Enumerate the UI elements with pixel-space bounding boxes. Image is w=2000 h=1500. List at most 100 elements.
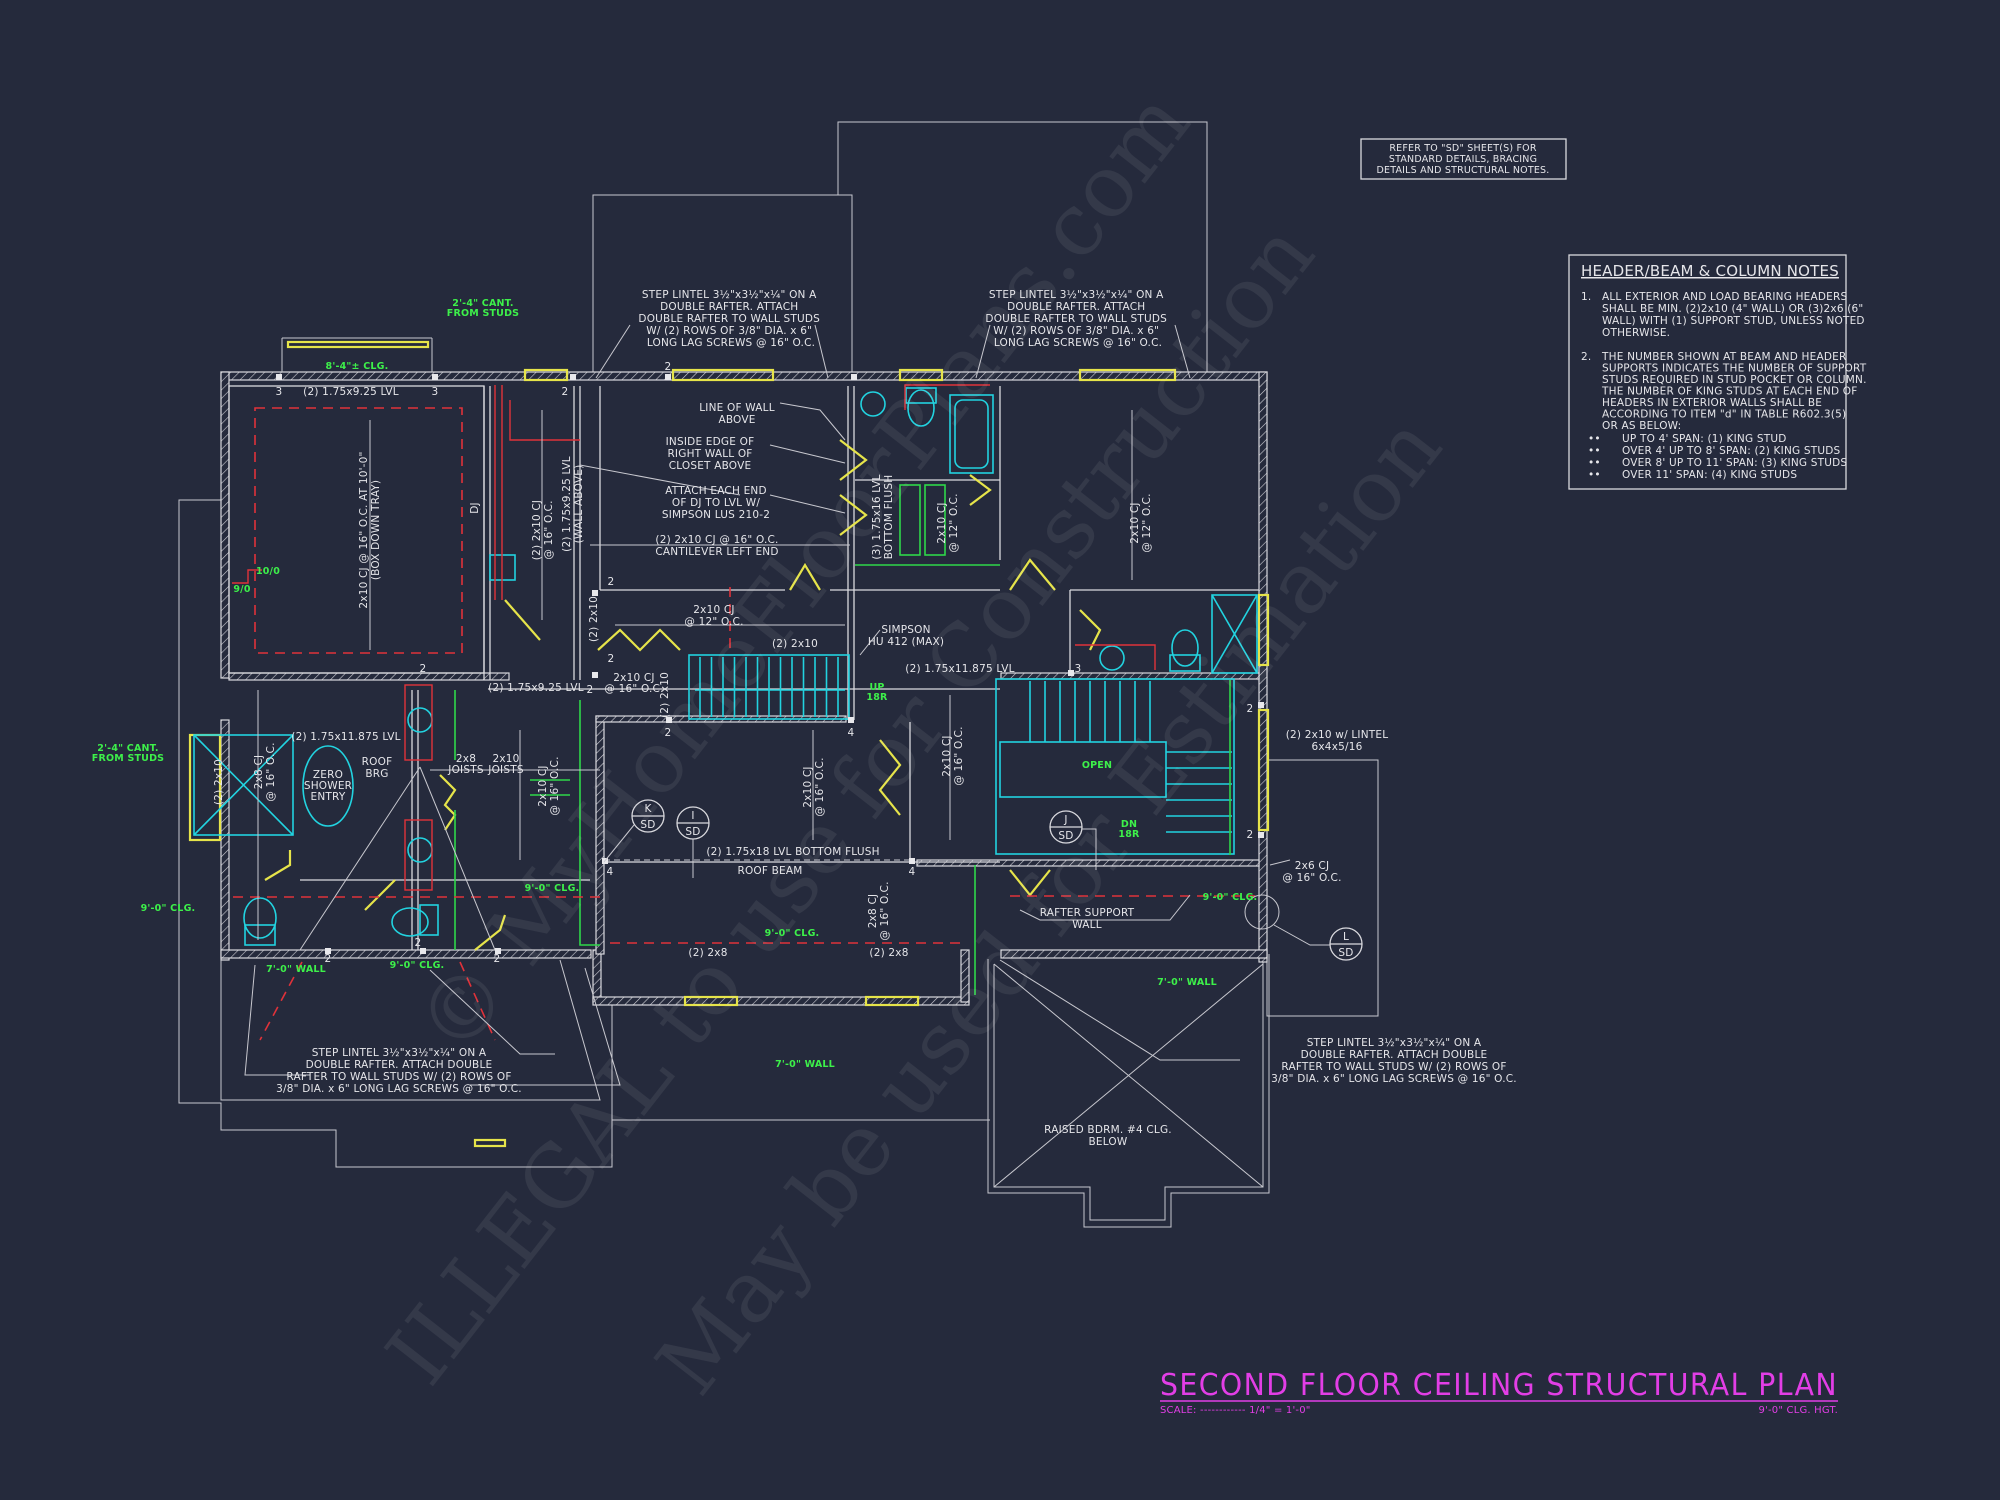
ceiling-height-label: 9'-0" CLG. bbox=[141, 903, 196, 914]
dj-label: DJ bbox=[469, 502, 481, 514]
joist-label: 2x10 CJ@ 16" O.C. bbox=[941, 726, 965, 785]
svg-text:ALL EXTERIOR AND LOAD BEARING: ALL EXTERIOR AND LOAD BEARING HEADERSSHA… bbox=[1602, 291, 1865, 339]
cant-note-left: 2'-4" CANT.FROM STUDS bbox=[92, 743, 164, 764]
beam-label: (2) 1.75x11.875 LVL bbox=[291, 731, 400, 743]
svg-text:2: 2 bbox=[1247, 829, 1254, 841]
svg-text:3: 3 bbox=[276, 386, 283, 398]
interior-walls bbox=[228, 385, 1259, 950]
joist-label: 2x10 CJ@ 12" O.C. bbox=[684, 604, 743, 628]
svg-text:4: 4 bbox=[607, 866, 614, 878]
svg-text:OVER 8' UP TO 11' SPAN: (3) KI: OVER 8' UP TO 11' SPAN: (3) KING STUDS bbox=[1622, 457, 1847, 469]
beam-label: (2) 1.75x9.25 LVL bbox=[488, 682, 584, 694]
ceiling-height-label: 9'-0" CLG. bbox=[765, 928, 820, 939]
window-label: 10/0 bbox=[256, 566, 280, 577]
detail-tag-j[interactable]: J SD bbox=[1049, 810, 1097, 870]
tag-sheet: SD bbox=[640, 819, 655, 831]
svg-text:3: 3 bbox=[432, 386, 439, 398]
cant-note-top: 2'-4" CANT.FROM STUDS bbox=[447, 298, 519, 319]
beam-label: (2) 1.75x18 LVL BOTTOM FLUSH bbox=[706, 846, 879, 858]
svg-text:UP TO 4' SPAN: (1) KING STUD: UP TO 4' SPAN: (1) KING STUD bbox=[1622, 433, 1786, 445]
raised-bdrm-callout: RAISED BDRM. #4 CLG.BELOW bbox=[1044, 1124, 1172, 1148]
svg-text:••: •• bbox=[1588, 445, 1601, 457]
notes-heading: HEADER/BEAM & COLUMN NOTES bbox=[1581, 262, 1839, 280]
beam-label: (2) 1.75x9.25 LVL bbox=[303, 386, 399, 398]
doors bbox=[264, 439, 1102, 951]
svg-text:3: 3 bbox=[1075, 663, 1082, 675]
joist-label: 2x10 CJ@ 16" O.C. bbox=[537, 756, 561, 815]
joist-label: 2x10 CJ@ 16" O.C. bbox=[802, 757, 826, 816]
svg-text:4: 4 bbox=[909, 866, 916, 878]
svg-text:••: •• bbox=[1588, 457, 1601, 469]
drawing-title: SECOND FLOOR CEILING STRUCTURAL PLAN bbox=[1160, 1368, 1838, 1403]
svg-text:2.: 2. bbox=[1581, 351, 1591, 363]
joist-label: 2x8 CJ@ 16" O.C. bbox=[253, 742, 277, 801]
svg-text:2: 2 bbox=[1247, 703, 1254, 715]
ceiling-height-note: 9'-0" CLG. HGT. bbox=[1758, 1405, 1838, 1416]
svg-text:OVER 11' SPAN: (4) KING STUDS: OVER 11' SPAN: (4) KING STUDS bbox=[1622, 469, 1797, 481]
detail-tag-k[interactable]: K SD bbox=[603, 799, 665, 863]
ceiling-height-label: 9'-0" CLG. bbox=[525, 883, 580, 894]
ceiling-change-lines bbox=[454, 484, 1231, 995]
windows bbox=[188, 337, 1270, 1148]
svg-text:2: 2 bbox=[415, 937, 422, 949]
beam-label: (2) 1.75x11.875 LVL bbox=[905, 663, 1014, 675]
svg-text:••: •• bbox=[1588, 469, 1601, 481]
lintel-callout-right: STEP LINTEL 3½"x3½"x¼" ON A DOUBLE RAFTE… bbox=[985, 289, 1170, 349]
header-label: (2) 2x10 bbox=[588, 596, 600, 642]
stair-up bbox=[688, 654, 850, 720]
svg-text:2: 2 bbox=[420, 663, 427, 675]
open-label: OPEN bbox=[1082, 760, 1112, 771]
tag-sheet: SD bbox=[685, 826, 700, 838]
plan-labels: STEP LINTEL 3½"x3½"x¼" ON A DOUBLE RAFTE… bbox=[92, 289, 1517, 1148]
svg-text:2: 2 bbox=[325, 953, 332, 965]
header-label: (2) 2x10 bbox=[772, 638, 818, 650]
svg-text:2: 2 bbox=[562, 386, 569, 398]
joist-label: 2x10 CJ@ 12" O.C. bbox=[1129, 493, 1153, 552]
post-markers bbox=[276, 374, 1264, 954]
svg-text:2: 2 bbox=[494, 953, 501, 965]
joist-label: 2x10 CJ@ 16" O.C. bbox=[604, 672, 663, 695]
detail-tag-l[interactable]: L SD bbox=[1329, 927, 1363, 961]
header-label: (2) 2x8 bbox=[869, 947, 908, 959]
svg-text:4: 4 bbox=[848, 727, 855, 739]
header-label: (2) 2x8 bbox=[688, 947, 727, 959]
header-label: (2) 2x10 bbox=[659, 672, 671, 718]
tag-letter: J bbox=[1063, 814, 1067, 826]
tag-sheet: SD bbox=[1338, 947, 1353, 959]
svg-text:2: 2 bbox=[608, 576, 615, 588]
cantilever-callout: (2) 2x10 CJ @ 16" O.C.CANTILEVER LEFT EN… bbox=[655, 534, 778, 558]
drawing-scale: SCALE: ------------ 1/4" = 1'-0" bbox=[1160, 1405, 1311, 1416]
detail-tag-i[interactable]: I SD bbox=[676, 806, 710, 878]
roof-outline bbox=[178, 121, 1379, 1228]
svg-text:2: 2 bbox=[587, 684, 594, 696]
svg-text:1.: 1. bbox=[1581, 291, 1591, 303]
wall-height-label: 7'-0" WALL bbox=[1157, 977, 1217, 988]
tray-ceiling-outline bbox=[232, 384, 1255, 1041]
beam-label: (2) 1.75x9.25 LVL(WALL ABOVE) bbox=[561, 456, 585, 552]
watermarks: © MyHomeFloorPlans.com ILLEGAL to use fo… bbox=[368, 73, 1462, 1413]
tag-letter: I bbox=[691, 810, 694, 822]
tag-sheet: SD bbox=[1058, 830, 1073, 842]
wall-height-label: 7'-0" WALL bbox=[266, 964, 326, 975]
svg-text:2: 2 bbox=[608, 653, 615, 665]
svg-text:OVER 4' UP TO 8' SPAN: (2) KIN: OVER 4' UP TO 8' SPAN: (2) KING STUDS bbox=[1622, 445, 1841, 457]
svg-text:2: 2 bbox=[665, 727, 672, 739]
joist-label: 2x8 CJ@ 16" O.C. bbox=[867, 881, 891, 940]
header-beam-column-notes: HEADER/BEAM & COLUMN NOTES 1. ALL EXTERI… bbox=[1568, 254, 1867, 490]
